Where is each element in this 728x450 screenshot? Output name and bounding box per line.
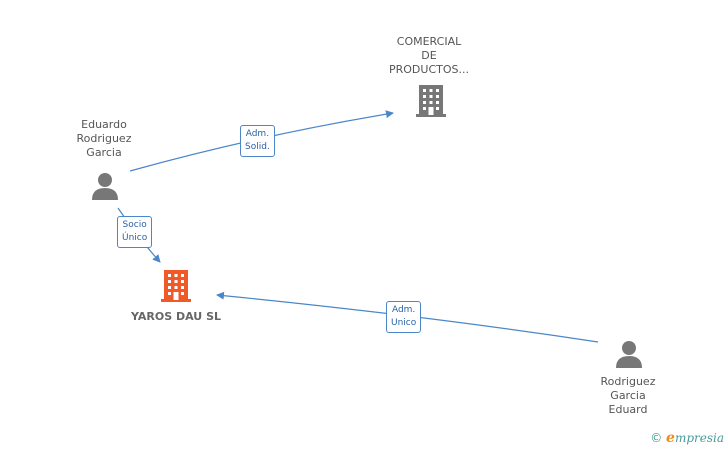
edge-label-line: Único	[122, 233, 148, 243]
node-label-eduardo[interactable]: Eduardo Rodriguez Garcia	[64, 118, 144, 160]
brand-logo: © empresia	[650, 430, 724, 446]
edge-label-line: Unico	[391, 318, 417, 328]
building-icon[interactable]	[161, 270, 191, 302]
node-label-line: DE	[421, 49, 437, 62]
node-label-line: Rodriguez	[600, 375, 656, 388]
edge-label-line: Solid.	[245, 142, 270, 152]
edge-label-line: Socio	[122, 220, 147, 230]
node-label-line: Eduardo	[81, 118, 127, 131]
node-label-line: Eduard	[608, 403, 648, 416]
node-label-line: COMERCIAL	[396, 35, 462, 48]
copyright-symbol: ©	[650, 431, 663, 445]
person-icon[interactable]	[616, 341, 642, 368]
edge-label-adm-solid[interactable]: Adm. Solid.	[240, 125, 275, 157]
brand-name: mpresia	[674, 431, 724, 445]
edge-label-socio-unico[interactable]: Socio Único	[117, 216, 153, 248]
node-label-rodriguez[interactable]: Rodriguez Garcia Eduard	[588, 375, 668, 417]
node-label-line: PRODUCTOS...	[389, 63, 469, 76]
node-label-line: Rodriguez	[76, 132, 132, 145]
building-icon[interactable]	[416, 85, 446, 117]
node-label-line: Garcia	[86, 146, 122, 159]
edge-label-line: Adm.	[391, 305, 416, 315]
node-label-comercial[interactable]: COMERCIAL DE PRODUCTOS...	[379, 35, 479, 77]
edge-label-adm-unico[interactable]: Adm. Unico	[386, 301, 422, 333]
person-icon[interactable]	[92, 173, 118, 200]
brand-initial: e	[666, 430, 675, 446]
edge-label-line: Adm.	[245, 129, 270, 139]
node-label-yaros[interactable]: YAROS DAU SL	[131, 310, 221, 323]
node-label-line: Garcia	[610, 389, 646, 402]
